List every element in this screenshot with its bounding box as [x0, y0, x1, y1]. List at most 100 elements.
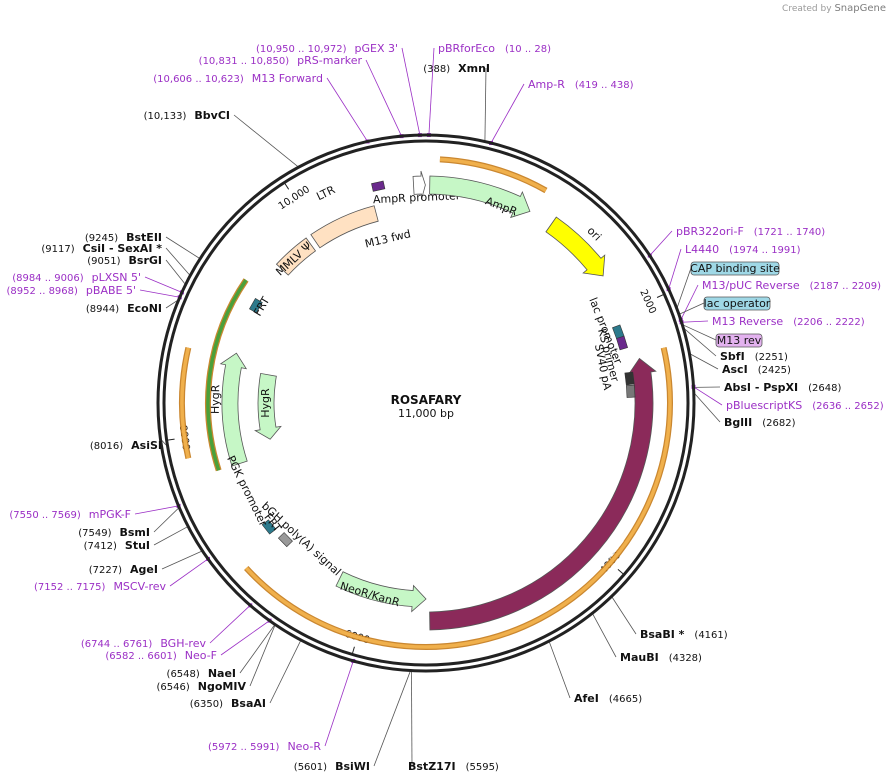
- enzyme-leader-line: [165, 247, 191, 276]
- feature-hygr: [254, 372, 282, 440]
- primer-name: Neo-F: [185, 649, 217, 662]
- enzyme-position: (2648): [808, 383, 841, 394]
- feature-glyph: [261, 519, 277, 535]
- primer-name: M13/pUC Reverse: [702, 279, 800, 292]
- enzyme-leader-line: [239, 624, 276, 674]
- primer-position: (10,950 .. 10,972): [256, 44, 347, 55]
- box-label-lac-operator: lac operator: [704, 297, 771, 310]
- enzyme-position: (6350): [190, 699, 223, 710]
- primer-leader-line: [134, 505, 179, 515]
- primer-leader-line: [649, 230, 673, 256]
- primer-name: Neo-R: [287, 740, 321, 753]
- boxed-leader-line: [678, 302, 705, 315]
- tick-mark: [166, 438, 175, 441]
- boxed-leader-line: [676, 267, 692, 309]
- enzyme-label-csii-sexai: CsiI - SexAI *(9117): [41, 242, 162, 255]
- primer-position: (1974 .. 1991): [729, 245, 801, 256]
- tick-label: 2000: [637, 288, 658, 316]
- enzyme-leader-line: [682, 327, 717, 357]
- primer-position: (8952 .. 8968): [7, 286, 79, 297]
- enzyme-leader-line: [161, 550, 203, 570]
- enzyme-name: BsrGI: [129, 254, 162, 267]
- labels: XmnI(388)BbvCI(10,133)BstEII(9245)CsiI -…: [7, 42, 884, 773]
- feature-label-hygr: HygR: [209, 384, 223, 414]
- enzyme-position: (7412): [84, 541, 117, 552]
- primer-name: M13 Forward: [252, 72, 323, 85]
- tick-mark: [617, 568, 625, 575]
- primer-label-neo-f: Neo-F (6582 .. 6601): [105, 649, 217, 662]
- enzyme-name: SbfI: [720, 350, 745, 363]
- enzyme-label-naei: NaeI(6548): [167, 667, 236, 680]
- feature-label-m13-fwd: M13 fwd: [364, 227, 412, 250]
- enzyme-name: AgeI: [130, 563, 158, 576]
- primer-label-pbr322ori-f: pBR322ori-F(1721 .. 1740): [676, 225, 825, 238]
- enzyme-position: (4161): [694, 630, 727, 641]
- enzyme-position: (5601): [294, 762, 327, 773]
- boxed-leader-line: [682, 324, 717, 341]
- feature-label-ltr: LTR: [314, 183, 337, 203]
- enzyme-label-absi-pspxi: AbsI - PspXI(2648): [724, 381, 841, 394]
- enzyme-leader-line: [153, 507, 180, 533]
- feature-glyph: [371, 180, 386, 192]
- enzyme-name: BsaAI: [231, 697, 266, 710]
- primer-position: (10,606 .. 10,623): [153, 74, 244, 85]
- enzyme-position: (2682): [762, 418, 795, 429]
- primer-leader-line: [326, 77, 368, 142]
- enzyme-name: AfeI: [574, 692, 599, 705]
- enzyme-name: EcoNI: [127, 302, 162, 315]
- enzyme-label-xmni: XmnI(388): [423, 62, 490, 75]
- primer-position: (1721 .. 1740): [754, 227, 826, 238]
- primer-name: MSCV-rev: [113, 580, 166, 593]
- primer-label-pbabe-5: pBABE 5' (8952 .. 8968): [7, 284, 137, 297]
- enzyme-label-sbfi: SbfI (2251): [720, 350, 788, 363]
- primer-position: (2187 .. 2209): [810, 281, 882, 292]
- primer-position: (8984 .. 9006): [12, 273, 84, 284]
- leader-lines: [134, 47, 723, 767]
- enzyme-position: (2251): [755, 352, 788, 363]
- primer-label-neo-r: Neo-R(5972 .. 5991): [208, 740, 321, 753]
- primer-leader-line: [490, 83, 525, 144]
- enzyme-leader-line: [591, 612, 617, 658]
- enzyme-position: (4665): [609, 694, 642, 705]
- primer-leader-line: [681, 320, 709, 323]
- enzyme-position: (9051): [87, 256, 120, 267]
- enzyme-name: StuI: [125, 539, 150, 552]
- enzyme-position: (5595): [466, 762, 499, 773]
- feature-label-frt: FRT: [251, 294, 272, 318]
- primer-leader-line: [680, 284, 699, 321]
- feature-glyph: [624, 371, 635, 386]
- enzyme-label-agei: AgeI(7227): [89, 563, 158, 576]
- primer-leader-line: [401, 47, 421, 136]
- enzyme-position: (6546): [157, 682, 190, 693]
- box-label-m13-rev: M13 rev: [717, 334, 762, 347]
- enzyme-position: (10,133): [144, 111, 187, 122]
- primer-label-m13-reverse: M13 Reverse(2206 .. 2222): [712, 315, 865, 328]
- enzyme-position: (9245): [85, 233, 118, 244]
- primer-leader-line: [668, 248, 682, 290]
- feature-glyph: [626, 384, 636, 398]
- enzyme-position: (6548): [167, 669, 200, 680]
- enzyme-leader-line: [689, 353, 719, 370]
- enzyme-name: BbvCI: [194, 109, 230, 122]
- primer-name: Amp-R: [528, 78, 565, 91]
- primer-name: pBABE 5': [86, 284, 136, 297]
- feature-ampr-promoter: [412, 170, 426, 200]
- enzyme-leader-line: [411, 670, 413, 767]
- primer-position: (7550 .. 7569): [9, 510, 81, 521]
- tick-label: 10,000: [277, 184, 312, 212]
- primer-position: (7152 .. 7175): [34, 582, 106, 593]
- highlight-arc-inner: [439, 157, 547, 193]
- primer-leader-line: [693, 386, 723, 406]
- primer-name: L4440: [685, 243, 719, 256]
- primer-position: (6582 .. 6601): [105, 651, 177, 662]
- tick-mark: [283, 182, 290, 190]
- enzyme-leader-line: [611, 596, 637, 635]
- primer-label-mpgk-f: mPGK-F(7550 .. 7569): [9, 508, 131, 521]
- primer-leader-line: [324, 660, 354, 747]
- enzyme-position: (7549): [78, 528, 111, 539]
- enzyme-leader-line: [484, 67, 487, 142]
- highlight-arc-inner: [244, 347, 672, 649]
- watermark-prefix: Created by: [782, 4, 832, 14]
- feature-ori: [545, 216, 606, 277]
- box-label-cap-binding-site: CAP binding site: [690, 262, 780, 275]
